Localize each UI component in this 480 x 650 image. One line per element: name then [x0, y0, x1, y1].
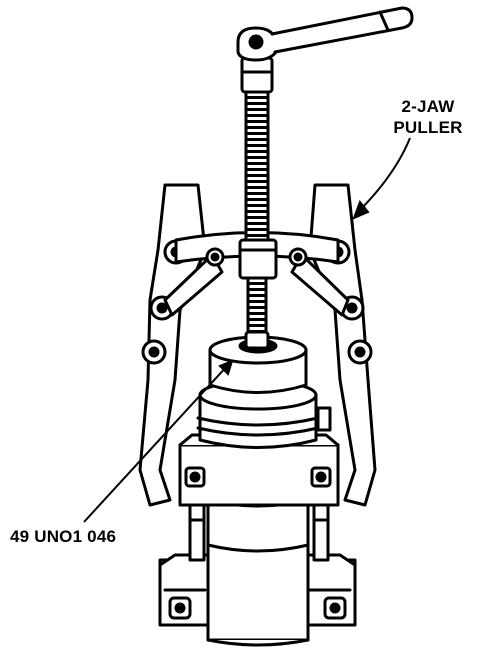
ratchet-handle — [236, 6, 414, 94]
leader-lines — [83, 137, 411, 523]
puller-callout: 2-JAW PULLER — [378, 96, 478, 138]
puller-leader-line — [357, 137, 411, 213]
puller-label-line2: PULLER — [393, 118, 463, 137]
adapter-tool — [208, 335, 308, 394]
part-leader-line — [83, 364, 229, 523]
puller-label-line1: 2-JAW — [401, 97, 455, 116]
part-number-label: 49 UNO1 046 — [10, 527, 117, 546]
part-arrowhead — [218, 359, 234, 376]
puller-arrowhead — [352, 200, 370, 220]
forcing-screw — [244, 88, 270, 350]
yoke-arms — [163, 231, 350, 317]
